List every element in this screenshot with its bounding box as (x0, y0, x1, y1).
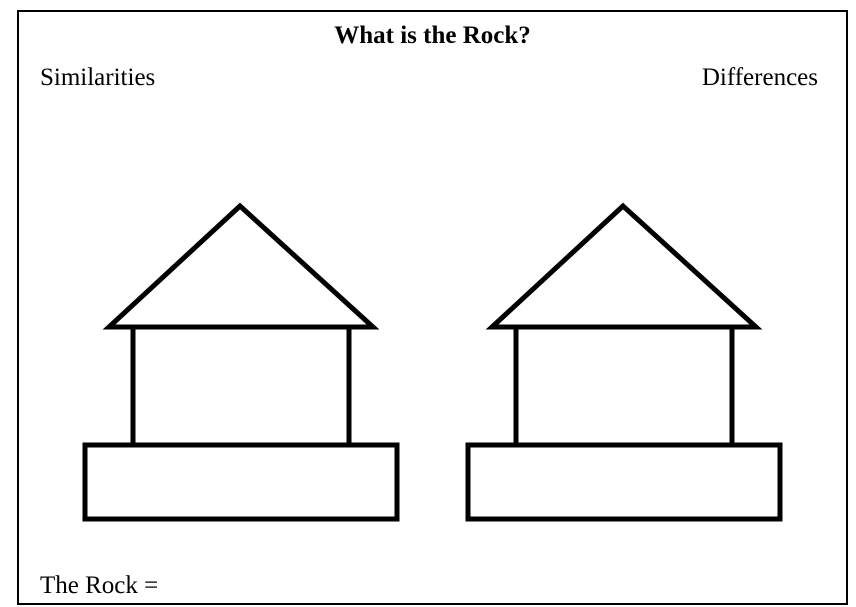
the-rock-prompt: The Rock = (40, 572, 159, 599)
right-house-roof (485, 202, 763, 330)
left-house-foundation (82, 442, 400, 522)
right-house (465, 202, 783, 522)
worksheet-frame: What is the Rock? Similarities Differenc… (17, 10, 848, 605)
left-house-roof (102, 202, 380, 330)
differences-heading: Differences (701, 64, 818, 91)
similarities-heading: Similarities (40, 64, 156, 91)
right-house-walls (513, 324, 735, 448)
left-house-walls (130, 324, 352, 448)
worksheet-title: What is the Rock? (334, 22, 531, 49)
house-diagram (82, 202, 783, 522)
left-house (82, 202, 400, 522)
right-house-foundation (465, 442, 783, 522)
